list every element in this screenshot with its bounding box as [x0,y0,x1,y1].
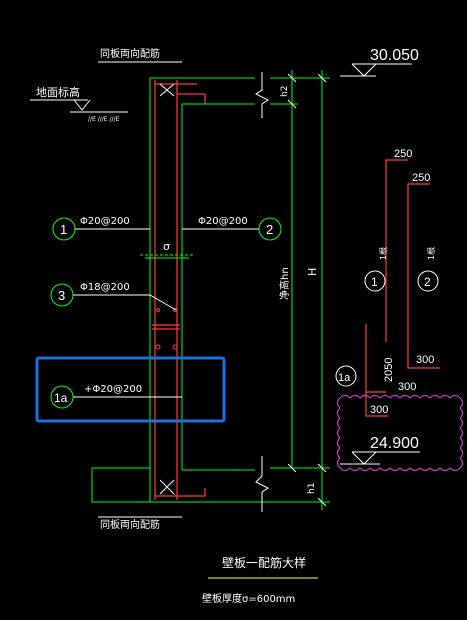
break-symbols [255,72,269,512]
drawing-title: 壁板一配筋大样 [222,555,306,570]
shape1a-label: 1a [338,372,351,384]
shape1-label: 1 [371,275,378,289]
bottom-note: 同板両向配筋 [100,518,160,531]
rebar-1-spec: Φ20@200 [80,216,130,227]
h2-label: h2 [280,86,290,97]
selection-box[interactable] [35,356,226,423]
elevation-bottom-value: 24.900 [370,435,419,452]
shape1-tag: 1根 [378,247,388,260]
marker-2-num: 2 [266,222,273,237]
drawing-subtitle: 壁板厚度σ=600mm [202,592,295,605]
ground-hatch: //E ///E ///E [88,116,120,123]
elevation-top-value: 30.050 [370,47,419,64]
marker-3-num: 3 [58,288,65,303]
bar-shape-2: 250 2 1根 300 [407,172,440,369]
marker-1a: 1a +Φ20@200 [50,384,182,409]
marker-1: 1 Φ20@200 [52,216,150,241]
revision-cloud [337,395,463,471]
clear-height-label: 净高hn [278,267,291,300]
h1-label: h1 [307,483,317,494]
marker-1-num: 1 [60,222,67,237]
top-note: 同板両向配筋 [100,47,160,60]
rebar-3-spec: Φ18@200 [80,282,130,293]
ground-level-marker: 地面标高 //E ///E ///E [30,85,128,123]
rebar-2-spec: Φ20@200 [198,216,248,227]
rebar-lines [152,80,206,500]
H-label: H [306,268,319,276]
rebar-dots [155,308,178,350]
bar-shape-1a: 1a 2050 300 300 [335,324,416,417]
elevation-top: 30.050 [340,47,419,77]
shape2-label: 2 [424,275,431,289]
dimension-lines [270,70,330,510]
marker-2: 2 Φ20@200 [182,216,282,241]
ground-level-label: 地面标高 [36,85,80,99]
x-marks [159,83,175,495]
marker-3: 3 Φ18@200 [50,282,177,311]
shape2-top-dim: 250 [412,172,430,184]
marker-1a-num: 1a [54,391,68,405]
shape1-top-dim: 250 [394,148,412,160]
shape2-bottom-dim: 300 [416,354,434,366]
shape1a-bottom-dim: 300 [370,404,388,416]
shape2-tag: 1根 [426,247,436,260]
shape1a-vertical-dim: 2050 [383,358,395,382]
wall-outline [91,77,270,503]
elevation-bottom: 24.900 [340,435,420,465]
shape1a-mid-dim: 300 [398,381,416,393]
rebar-1a-spec: +Φ20@200 [84,384,142,395]
bar-shape-1: 250 1 1根 [364,148,412,342]
wall-thickness-label: σ [163,240,170,253]
